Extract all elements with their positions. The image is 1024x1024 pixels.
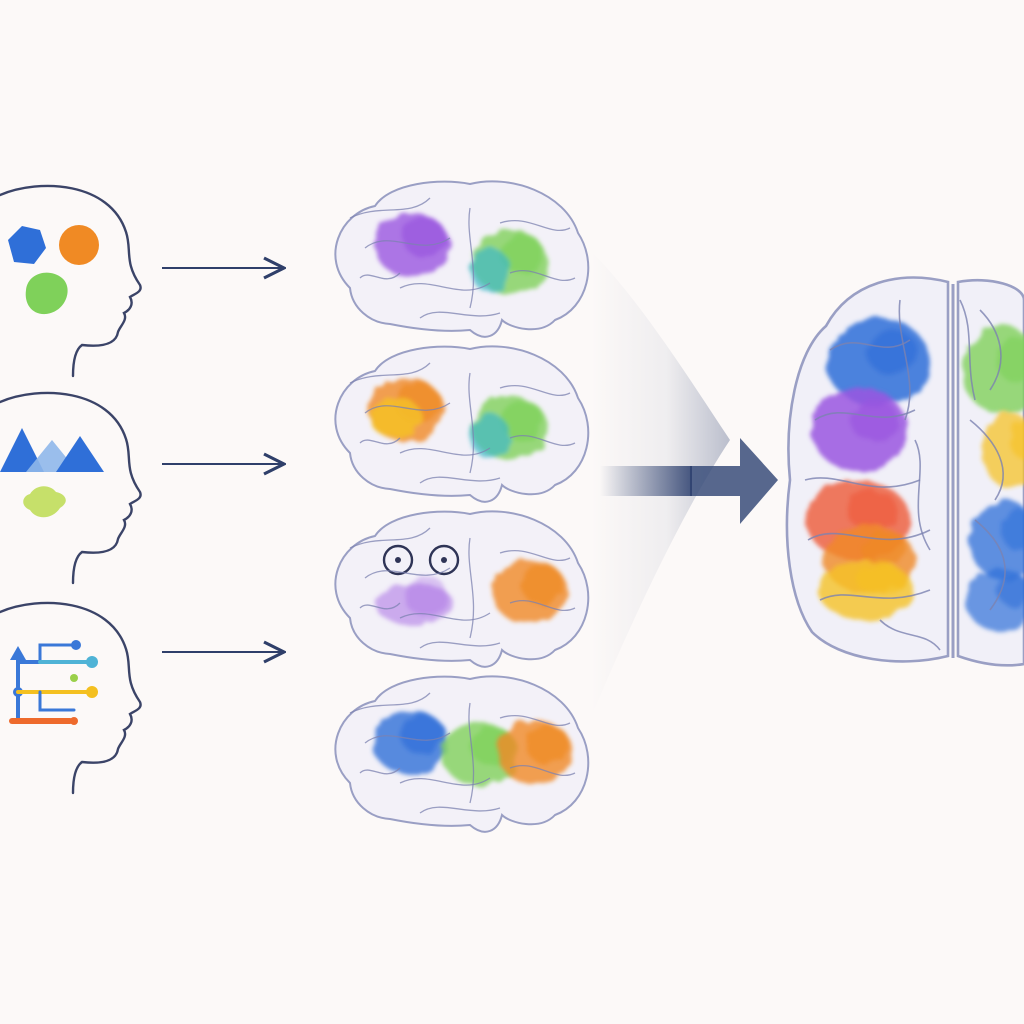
brain-fold <box>364 732 451 744</box>
brain-fold <box>399 447 491 456</box>
blue-activation-region <box>372 710 448 774</box>
brain-fold <box>364 237 451 249</box>
brain-fold <box>359 272 401 280</box>
funnel-arrow-tail <box>600 466 692 496</box>
brain-fold <box>499 219 571 232</box>
brain-fold <box>804 477 921 488</box>
orange-activation-region <box>497 720 573 784</box>
brain-side-view <box>334 675 590 833</box>
brain-fold <box>419 476 501 484</box>
brain-fold <box>419 806 501 814</box>
brain-fold <box>359 602 401 610</box>
green-activation-region <box>470 230 548 294</box>
head-silhouette-shapes <box>0 184 142 378</box>
brain-fold <box>359 437 401 445</box>
brain-fold <box>468 207 475 309</box>
brain-side-view <box>334 510 590 668</box>
orange-activation-region <box>492 560 568 624</box>
brain-fold <box>419 311 501 319</box>
brain-outline <box>334 180 590 338</box>
purple-activation-region <box>374 576 454 624</box>
blue-pentagon-icon <box>8 226 46 264</box>
brain-fold <box>509 434 576 447</box>
brain-fold <box>509 599 576 612</box>
brain-fold <box>349 527 431 549</box>
green-activation-region <box>470 396 548 460</box>
brain-fold <box>399 282 491 291</box>
purple-activation-region <box>812 388 908 472</box>
brain-fold <box>399 777 491 786</box>
brain-fold <box>419 641 501 649</box>
brain-side-view <box>334 345 590 503</box>
yellow-activation-region <box>818 560 914 620</box>
brain-fold <box>914 439 931 551</box>
yellow-activation-region <box>982 412 1024 488</box>
brain-fold <box>468 372 475 474</box>
brain-fold <box>959 299 976 401</box>
brain-fold <box>499 714 571 727</box>
brain-fold <box>819 589 931 601</box>
eyes-icon <box>382 544 460 576</box>
blue-activation-region <box>826 318 930 406</box>
brain-fold <box>509 764 576 777</box>
brain-fold <box>979 309 1002 391</box>
brain-fold <box>829 339 911 351</box>
integrated-brain <box>785 276 1024 667</box>
brain-outline <box>334 510 590 668</box>
brain-fold <box>349 197 431 219</box>
brain-side-view <box>334 180 590 338</box>
brain-fold <box>468 537 475 639</box>
brain-fold <box>807 529 931 541</box>
brain-fold <box>364 402 451 414</box>
blue-activation-region <box>970 500 1024 580</box>
branching-lines-icon <box>9 640 98 725</box>
orange-circle-icon <box>59 225 99 265</box>
brain-fold <box>509 269 576 282</box>
brain-fold <box>969 419 1004 501</box>
brain-fold <box>814 409 916 421</box>
purple-activation-region <box>374 213 450 277</box>
brain-fold <box>349 362 431 384</box>
funnel-arrowhead <box>690 438 778 524</box>
brain-fold <box>879 619 941 651</box>
brain-fold <box>499 384 571 397</box>
head-silhouette-sequence <box>0 601 142 795</box>
lime-blob-icon <box>23 486 66 518</box>
brain-fold <box>974 519 1006 611</box>
brain-fold <box>468 702 475 804</box>
brain-fold <box>359 767 401 775</box>
head-outline <box>0 391 142 585</box>
blue-triangles-icon <box>0 428 104 472</box>
green-activation-region <box>962 326 1024 414</box>
head-silhouette-landscape <box>0 391 142 585</box>
green-blob-icon <box>25 272 68 315</box>
head-outline <box>0 601 142 795</box>
brain-fold <box>349 692 431 714</box>
brain-fold <box>399 612 491 621</box>
brain-fold <box>364 567 451 579</box>
brain-fold <box>898 299 911 421</box>
brain-fold <box>499 549 571 562</box>
head-outline <box>0 184 142 378</box>
